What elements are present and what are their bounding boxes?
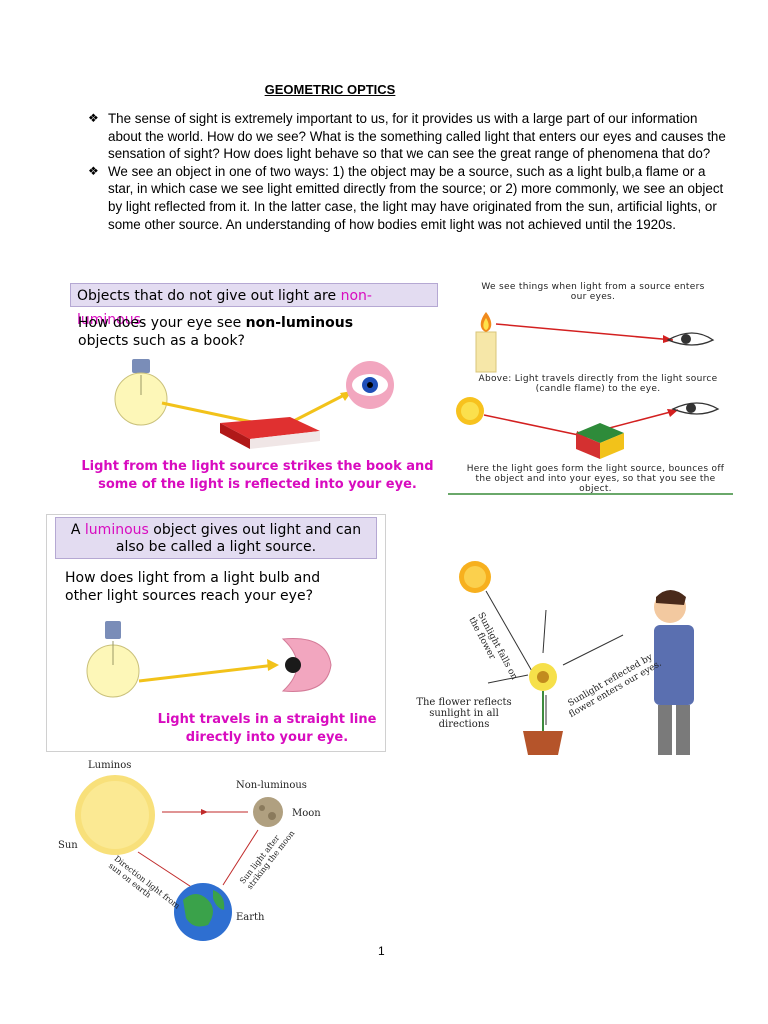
figure-nonluminous: Objects that do not give out light are n… [70,283,440,498]
nonluminous-label: Non-luminous [236,780,307,791]
figure-luminous: A luminous object gives out light and ca… [46,514,386,752]
sun-label: Sun [58,840,78,851]
question-bold: non-luminous [245,315,354,331]
light-bulb-icon [114,359,168,426]
figure-candle: We see things when light from a source e… [448,282,738,497]
luminous-banner: A luminous object gives out light and ca… [55,517,377,559]
moon-illustration [75,775,283,941]
moon-icon [253,797,283,827]
earth-icon [174,883,232,941]
banner-suffix: object gives out light and can also be c… [115,522,362,555]
luminous-label: Luminos [88,760,132,771]
bullet-paragraph-2: ❖ We see an object in one of two ways: 1… [88,163,728,233]
nonluminous-illustration [114,359,394,449]
question-suffix: objects such as a book? [78,333,245,349]
banner-suffix: . [140,312,146,328]
question-text: How does your eye see [78,315,246,331]
bullet-list: ❖ The sense of sight is extremely import… [88,110,728,233]
luminous-caption: Light travels in a straight line directl… [157,712,377,745]
eye-drawing-icon [666,332,715,346]
flower-reflects-label: The flower reflects sunlight in all dire… [416,697,512,730]
earth-label: Earth [236,912,265,923]
diamond-bullet-icon: ❖ [88,163,99,178]
rubiks-cube-icon [576,423,624,459]
banner-highlight: non-luminous [77,288,372,328]
sun-icon [459,561,491,593]
cube-illustration [456,397,720,459]
banner-highlight: luminous [84,522,149,538]
nonluminous-question: How does your eye see non-luminous objec… [78,314,388,350]
banner-text: A [70,522,85,538]
boy-icon [654,590,694,755]
luminous-question: How does light from a light bulb and oth… [65,570,321,604]
candle-bottom-text: Here the light goes form the light sourc… [466,464,725,494]
bullet-paragraph-1: ❖ The sense of sight is extremely import… [88,110,728,163]
candle-illustration [475,312,715,373]
luminous-illustration [86,621,332,698]
candle-top-text: We see things when light from a source e… [481,282,705,302]
banner-text: Objects that do not give out light are [77,288,341,304]
sun-icon [75,775,155,855]
diamond-bullet-icon: ❖ [88,111,99,125]
divider [448,493,733,495]
moon-label: Moon [292,808,321,819]
page-number: 1 [378,944,385,958]
paragraph-text: We see an object in one of two ways: 1) … [108,163,724,232]
eye-icon [346,361,394,409]
document-title: GEOMETRIC OPTICS [264,82,396,97]
book-icon [220,417,320,449]
candle-middle-text: Above: Light travels directly from the l… [478,374,718,394]
candle-icon [475,312,497,373]
figure-moon: Luminos Sun Non-luminous Moon Earth Dire… [58,760,338,945]
sun-icon [456,397,484,425]
flower-illustration [459,561,694,755]
eye-drawing-icon-2 [671,402,720,415]
eye-icon [281,638,332,692]
nonluminous-banner: Objects that do not give out light are n… [70,283,438,328]
figure-flower: Sunlight falls on the flower Sunlight re… [408,535,744,760]
light-bulb-icon [86,621,140,698]
paragraph-text: The sense of sight is extremely importan… [108,111,726,162]
flower-icon [523,663,563,755]
nonluminous-caption: Light from the light source strikes the … [81,459,434,492]
